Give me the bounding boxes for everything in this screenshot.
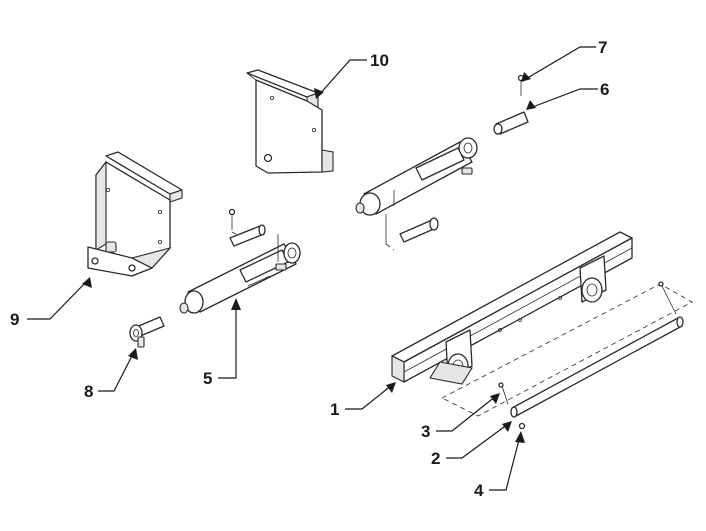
callout-labels: 10 7 6 9 5 8 1 3 2 4 [10,38,609,500]
callout-5: 5 [203,369,212,388]
callout-leaders [27,46,598,491]
callout-8: 8 [84,382,93,401]
part-2-shaft [498,281,684,430]
callout-4: 4 [474,481,484,500]
callout-6: 6 [600,80,609,99]
callout-1: 1 [330,400,339,419]
callout-2: 2 [431,449,440,468]
part-6-upper-cylinder-assembly [355,74,529,244]
part-10-mounting-plate [246,69,334,174]
callout-9: 9 [10,310,19,329]
part-1-frame-rail [391,231,633,385]
part-9-bracket [87,151,183,277]
assembly-guides [231,231,693,417]
callout-10: 10 [370,51,389,70]
part-8-clevis-pin [129,316,165,348]
callout-3: 3 [421,422,430,441]
part-5-hydraulic-cylinder [179,208,301,314]
callout-7: 7 [598,38,607,57]
